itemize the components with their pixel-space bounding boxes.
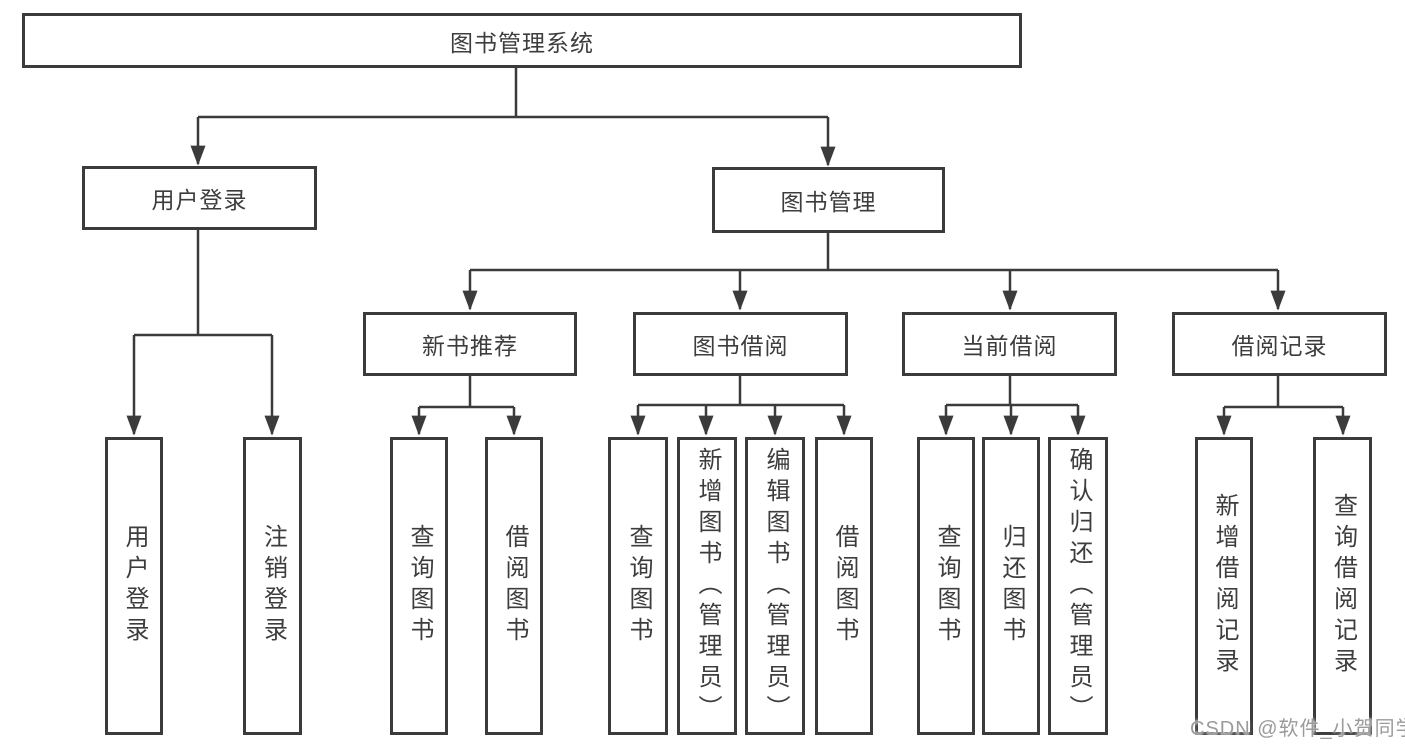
leaf-query-books-current: 查询图书: [917, 437, 975, 735]
leaf-edit-books-admin: 编辑图书（管理员）: [745, 437, 805, 735]
leaf-borrow-books: 借阅图书: [815, 437, 873, 735]
leaf-query-books-current-label: 查询图书: [933, 524, 960, 648]
leaf-query-books-borrow: 查询图书: [608, 437, 668, 735]
leaf-query-borrow-record-label: 查询借阅记录: [1329, 493, 1357, 679]
leaf-edit-books-admin-label: 编辑图书（管理员）: [762, 446, 789, 726]
leaf-confirm-return-admin: 确认归还（管理员）: [1048, 437, 1108, 735]
node-new-book-recommend: 新书推荐: [363, 312, 577, 376]
leaf-query-books-recommend: 查询图书: [390, 437, 448, 735]
leaf-user-login-label: 用户登录: [121, 524, 148, 648]
leaf-query-books-borrow-label: 查询图书: [625, 524, 652, 648]
leaf-return-books-label: 归还图书: [998, 524, 1025, 648]
leaf-add-borrow-record-label: 新增借阅记录: [1211, 493, 1238, 679]
leaf-query-borrow-record: 查询借阅记录: [1313, 437, 1372, 735]
leaf-borrow-books-label: 借阅图书: [831, 524, 858, 648]
node-book-borrow: 图书借阅: [633, 312, 848, 376]
leaf-query-books-recommend-label: 查询图书: [406, 524, 433, 648]
leaf-borrow-books-recommend: 借阅图书: [485, 437, 543, 735]
node-book-management: 图书管理: [712, 167, 945, 233]
leaf-add-books-admin-label: 新增图书（管理员）: [694, 446, 721, 726]
leaf-borrow-books-recommend-label: 借阅图书: [501, 524, 528, 648]
leaf-confirm-return-admin-label: 确认归还（管理员）: [1065, 446, 1092, 726]
leaf-user-login: 用户登录: [105, 437, 163, 735]
watermark: CSDN @软件_小贺同学: [1190, 718, 1405, 740]
node-user-login: 用户登录: [82, 166, 317, 230]
leaf-return-books: 归还图书: [982, 437, 1040, 735]
leaf-add-borrow-record: 新增借阅记录: [1195, 437, 1253, 735]
leaf-logout-label: 注销登录: [259, 524, 287, 648]
node-borrow-records: 借阅记录: [1172, 312, 1387, 376]
node-current-borrow: 当前借阅: [902, 312, 1117, 376]
leaf-logout: 注销登录: [243, 437, 302, 735]
leaf-add-books-admin: 新增图书（管理员）: [677, 437, 737, 735]
node-root-system: 图书管理系统: [22, 13, 1022, 68]
